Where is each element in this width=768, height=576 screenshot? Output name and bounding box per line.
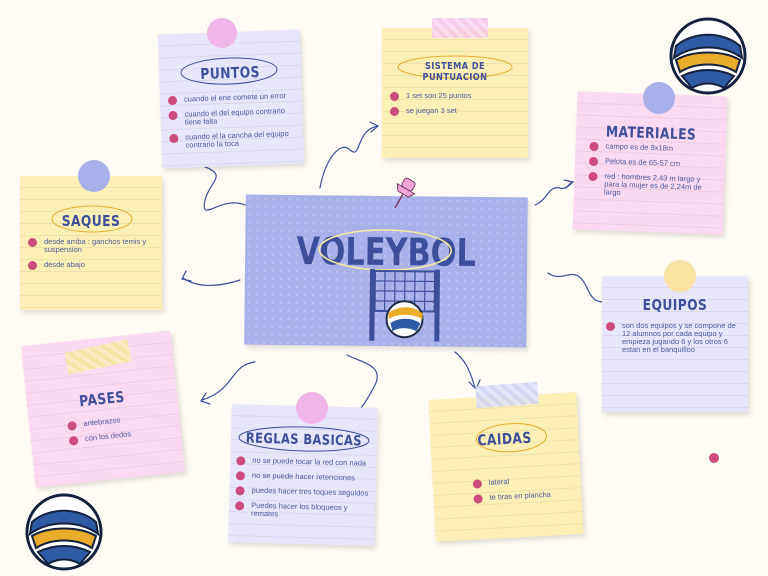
push-pin-icon (394, 177, 416, 209)
arrow-to-materiales-head (563, 179, 575, 189)
arrow-to-sistema (319, 125, 379, 189)
materiales-list: campo es de 9x18m Pelota es de 65-57 cm … (588, 141, 718, 207)
list-item: desde abajo (28, 261, 158, 270)
title-oval (51, 205, 133, 233)
note-saques: SAQUES desde arriba : ganchos temis y su… (20, 176, 162, 310)
pases-title: PASES (78, 387, 126, 411)
center-note: VOLEYBOL (244, 194, 528, 348)
arrow-to-materiales (534, 181, 573, 206)
equipos-title: EQUIPOS (642, 296, 708, 314)
list-item: se juegan 3 set (390, 107, 520, 116)
list-item: 1 set son 25 puntos (390, 92, 520, 101)
puntos-list: cuando el ene comete un error cuando el … (168, 91, 296, 157)
title-oval (397, 55, 513, 79)
caidas-list: lateral te tiras en plancha (473, 475, 574, 510)
note-reglas: REGLAS BASICAS no se puede tocar la red … (228, 404, 378, 546)
list-item: campo es de 9x18m (589, 141, 717, 154)
volleyball-icon (669, 17, 747, 95)
saques-list: desde arriba : ganchos temis y suspensio… (28, 238, 158, 276)
list-item: con los dedos (69, 426, 173, 445)
center-title-oval (318, 229, 452, 271)
arrow-to-saques-head (181, 270, 192, 282)
list-item: cuando el del equipo contrario tiene fal… (168, 106, 294, 127)
pin-reglas (296, 392, 328, 424)
arrow-to-puntos (199, 164, 246, 211)
arrow-to-sistema-head (369, 121, 380, 133)
note-sistema: SISTEMA DE PUNTUACION 1 set son 25 punto… (382, 28, 528, 158)
list-item: Puedes hacer los bloqueos y remates (235, 501, 369, 521)
list-item: red : hombres 2,43 m largo y para la muj… (588, 171, 717, 200)
note-caidas: CAIDAS lateral te tiras en plancha (428, 392, 584, 542)
list-item: no se puede hacer retenciones (236, 471, 370, 483)
arrow-to-pases-head (200, 392, 211, 405)
list-item: no se puede tocar la red con nada (236, 456, 370, 468)
pin-saques (78, 160, 110, 192)
note-materiales: MATERIALES campo es de 9x18m Pelota es d… (572, 91, 728, 235)
list-item: cuando el la cancha del equipo contrario… (169, 129, 295, 150)
list-item: lateral (473, 475, 573, 488)
note-equipos: EQUIPOS son dos equipos y se compone de … (602, 276, 748, 412)
saques-title: SAQUES (61, 212, 121, 230)
list-item: Pelota es de 65-57 cm (589, 156, 717, 169)
arrow-to-saques (182, 277, 241, 286)
decorative-dot (709, 453, 719, 463)
list-item: puedes hacer tres toques seguidos (235, 486, 369, 498)
volleyball-icon (25, 493, 103, 571)
list-item: te tiras en plancha (473, 490, 573, 503)
note-puntos: PUNTOS cuando el ene comete un error cua… (157, 29, 305, 169)
sistema-title: SISTEMA DE PUNTUACION (422, 61, 488, 83)
volleyball-net-icon (369, 268, 441, 342)
tape-caidas (475, 381, 539, 409)
sistema-list: 1 set son 25 puntos se juegan 3 set (390, 92, 520, 122)
pases-list: antebrazos con los dedos (67, 411, 174, 452)
pin-puntos (207, 18, 237, 48)
equipos-list: son dos equipos y se compone de 12 alumn… (606, 322, 738, 361)
list-item: son dos equipos y se compone de 12 alumn… (606, 322, 738, 354)
title-oval (476, 423, 547, 453)
pin-equipos (664, 260, 696, 292)
pin-materiales (643, 82, 675, 114)
arrow-to-caidas (454, 351, 476, 389)
reglas-list: no se puede tocar la red con nada no se … (235, 456, 371, 527)
list-item: cuando el ene comete un error (168, 91, 294, 104)
tape-sistema (432, 18, 488, 38)
title-oval (238, 426, 370, 452)
arrow-to-pases (201, 361, 256, 401)
reglas-title: REGLAS BASICAS (245, 430, 363, 450)
title-oval (180, 57, 278, 85)
list-item: desde arriba : ganchos temis y suspensio… (28, 238, 158, 254)
